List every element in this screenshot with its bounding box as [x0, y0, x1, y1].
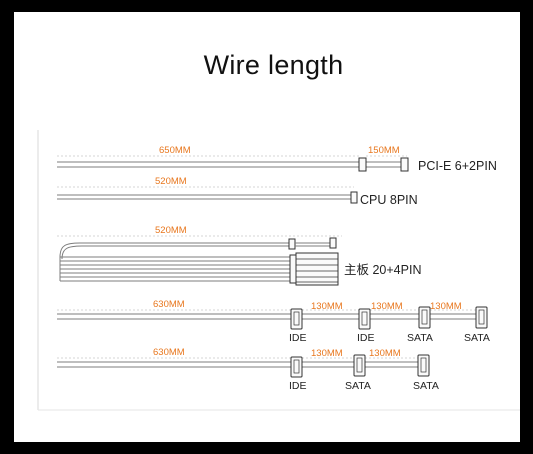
cable-cpu: 520MM CPU 8PIN — [57, 176, 418, 207]
aux-connector-body — [288, 238, 296, 250]
segment-length-label: 130MM — [311, 348, 343, 359]
segment-length-label: 630MM — [153, 347, 185, 358]
connector-label: SATA — [413, 380, 439, 392]
connector-label: IDE — [289, 332, 307, 344]
connector-label: SATA — [345, 380, 371, 392]
cable-ide-sata-1: 630MM 130MM 130MM 130MM IDE IDE SATA SAT… — [57, 299, 490, 344]
cpu-connector-body — [350, 191, 358, 204]
segment-length-label: 150MM — [368, 145, 400, 156]
connector-label: IDE — [357, 332, 375, 344]
atx-connector-body — [295, 252, 339, 286]
pcie-connector-body — [400, 157, 409, 172]
connector-label: SATA — [464, 332, 490, 344]
segment-length-label: 130MM — [369, 348, 401, 359]
cable-pcie: 650MM 150MM PCI-E 6+2PIN — [57, 145, 497, 173]
segment-length-label: 520MM — [155, 176, 187, 187]
aux-connector-body — [329, 237, 337, 249]
wire-line — [59, 242, 290, 258]
segment-length-label: 130MM — [371, 301, 403, 312]
segment-length-label: 650MM — [159, 145, 191, 156]
diagram-card: Wire length 650MM 150MM PCI-E 6+2PIN 520… — [14, 12, 520, 442]
segment-length-label: 130MM — [311, 301, 343, 312]
segment-length-label: 630MM — [153, 299, 185, 310]
connector-label: SATA — [407, 332, 433, 344]
cable-diagram: 650MM 150MM PCI-E 6+2PIN 520MM CPU 8PIN … — [37, 130, 520, 411]
connector-label: IDE — [289, 380, 307, 392]
segment-length-label: 520MM — [155, 225, 187, 236]
pcie-connector-body — [358, 157, 367, 172]
wire-line — [61, 245, 290, 260]
main-wire-bundle — [60, 256, 290, 282]
atx-connector-body — [289, 254, 297, 284]
cable-ide-sata-2: 630MM 130MM 130MM IDE SATA SATA — [57, 347, 439, 392]
cable-mainboard: 520MM — [57, 225, 421, 286]
segment-length-label: 130MM — [430, 301, 462, 312]
diagram-title: Wire length — [203, 50, 344, 80]
connector-label: CPU 8PIN — [360, 193, 418, 207]
connector-label: PCI-E 6+2PIN — [418, 159, 497, 173]
connector-label: 主板 20+4PIN — [344, 263, 421, 277]
